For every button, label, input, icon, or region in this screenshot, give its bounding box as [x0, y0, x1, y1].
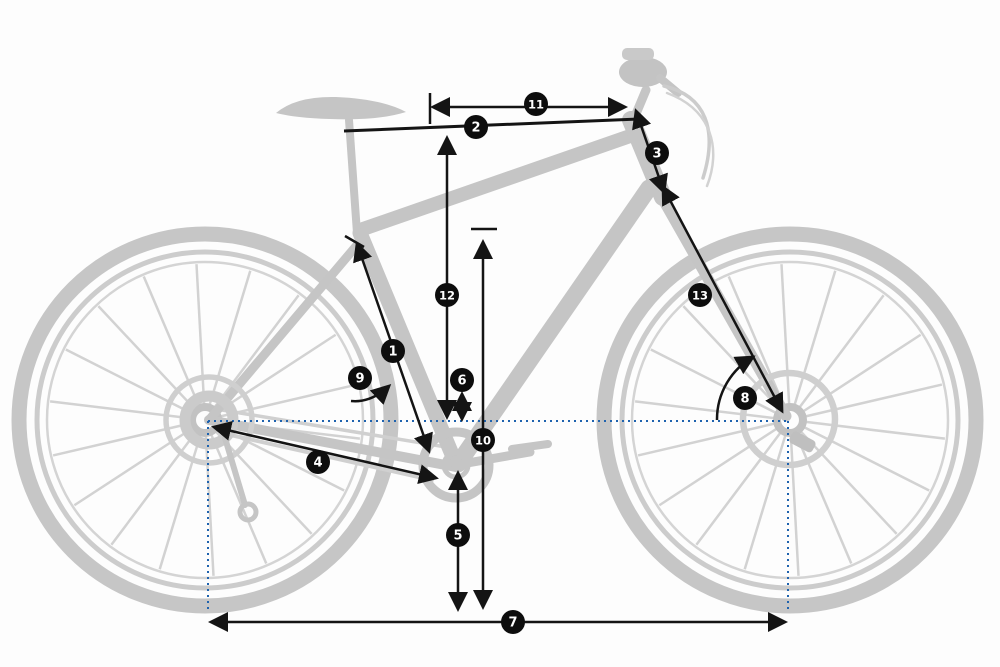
bike-frame: [163, 48, 839, 523]
rear-wheel-spoke: [217, 333, 337, 413]
saddle: [276, 96, 406, 120]
measurement-label-number-5: 5: [453, 529, 462, 544]
front-wheel-spoke: [789, 435, 800, 576]
measurement-label-number-8: 8: [740, 392, 749, 407]
seat-tube-top-tick: [344, 234, 365, 249]
measurement-label-circle-10: [471, 428, 495, 452]
head-angle-arc: [715, 355, 756, 421]
handlebar: [619, 57, 667, 87]
front-wheel-spoke: [800, 430, 898, 535]
measurement-label-3: 3: [645, 141, 669, 165]
front-wheel-spoke: [695, 432, 782, 546]
measurement-label-5: 5: [446, 523, 470, 547]
measurement-label-circle-11: [524, 92, 548, 116]
front-wheel-spoke: [805, 420, 946, 440]
measurement-label-number-12: 12: [439, 289, 455, 303]
top-tube: [356, 127, 643, 236]
measurement-label-4: 4: [306, 450, 330, 474]
measurement-label-circle-8: [733, 386, 757, 410]
front-wheel-spoke: [798, 294, 885, 408]
rear-wheel-spoke: [204, 435, 215, 576]
seatpost: [345, 116, 361, 237]
measurement-label-number-4: 4: [313, 456, 322, 471]
front-wheel-spoke: [780, 264, 791, 405]
measurement-label-circle-7: [501, 610, 525, 634]
rear-wheel-spoke: [220, 383, 358, 418]
measurement-label-8: 8: [733, 386, 757, 410]
measurement-label-13: 13: [688, 283, 712, 307]
measurement-label-number-2: 2: [471, 121, 480, 136]
front-wheel-spoke: [802, 333, 922, 413]
derailleur-pulley: [237, 501, 259, 523]
measurement-label-number-13: 13: [692, 289, 708, 303]
front-wheel-spoke: [805, 383, 943, 418]
measurement-label-circle-1: [381, 339, 405, 363]
measurement-label-number-3: 3: [652, 147, 661, 162]
front-wheel-spoke: [795, 434, 853, 564]
measurement-label-2: 2: [464, 115, 488, 139]
pedal: [508, 440, 552, 453]
measurement-label-circle-2: [464, 115, 488, 139]
brake-cable: [662, 84, 711, 180]
reference-lines: [207, 420, 789, 612]
front-wheel-spoke: [793, 270, 837, 406]
rear-wheel-spoke: [142, 276, 200, 406]
front-wheel-hub: [773, 403, 807, 437]
measurement-label-12: 12: [435, 283, 459, 307]
measurement-label-number-1: 1: [388, 345, 397, 360]
seat-stay: [204, 233, 368, 425]
measurement-label-number-6: 6: [457, 374, 466, 389]
measurement-label-number-11: 11: [528, 98, 544, 112]
front-wheel-rim: [619, 249, 961, 591]
measurement-label-10: 10: [471, 428, 495, 452]
measurement-label-7: 7: [501, 610, 525, 634]
measurement-label-circle-4: [306, 450, 330, 474]
measurement-label-circle-3: [645, 141, 669, 165]
front-caliper: [789, 431, 816, 453]
measurement-label-circle-13: [688, 283, 712, 307]
front-wheel-spoke: [658, 427, 778, 507]
measurement-label-number-10: 10: [475, 434, 491, 448]
crank-arm: [451, 447, 535, 470]
front-wheel-spoke: [743, 434, 787, 570]
measurement-label-circle-6: [450, 368, 474, 392]
measurement-label-circle-12: [435, 283, 459, 307]
rear-wheel-spoke: [208, 270, 252, 406]
rear-wheel-spoke: [110, 432, 197, 546]
rear-wheel-spoke: [213, 294, 300, 408]
seat-angle-arc: [350, 383, 392, 405]
front-wheel-rim-inner: [630, 260, 950, 580]
measurement-label-9: 9: [348, 366, 372, 390]
measurement-label-6: 6: [450, 368, 474, 392]
rear-wheel-spoke: [195, 264, 206, 405]
measurement-label-11: 11: [524, 92, 548, 116]
measurement-label-number-9: 9: [355, 372, 364, 387]
front-wheel-spoke: [637, 422, 775, 457]
measurement-label-circle-9: [348, 366, 372, 390]
measurement-label-circle-5: [446, 523, 470, 547]
shifter-pod: [622, 48, 654, 60]
measurement-label-1: 1: [381, 339, 405, 363]
measurement-label-number-7: 7: [508, 616, 517, 631]
measurement-arrow-effective-top-tube-line: [343, 117, 641, 133]
measurement-arrow-fork-length: [661, 184, 784, 414]
front-wheel-spoke: [803, 426, 930, 492]
shift-cable: [665, 91, 715, 188]
stem: [628, 85, 651, 126]
rear-wheel-spoke: [97, 305, 195, 410]
